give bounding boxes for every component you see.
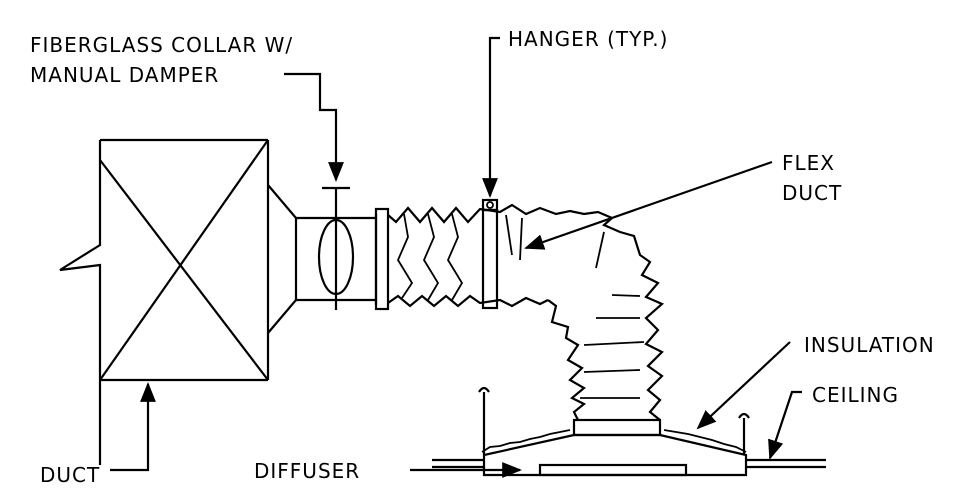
duct-leader xyxy=(110,382,156,472)
flex-duct-elbow xyxy=(547,217,665,437)
ceiling-hanger-wires xyxy=(478,386,750,455)
main-duct-box xyxy=(59,138,270,465)
diffuser-assembly xyxy=(481,429,748,477)
insulation-label: INSULATION xyxy=(804,333,935,357)
insulation-leader xyxy=(696,341,791,430)
collar-label-line2: MANUAL DAMPER xyxy=(30,63,219,87)
flex-duct-horizontal xyxy=(387,203,613,308)
ceiling xyxy=(432,458,826,469)
collar-transition xyxy=(267,184,390,334)
flex-duct-leader xyxy=(524,160,773,250)
flex-label-line1: FLEX xyxy=(782,151,835,175)
hanger-label: HANGER (TYP.) xyxy=(508,27,668,51)
duct-label: DUCT xyxy=(40,463,100,487)
hanger-leader xyxy=(482,36,500,198)
collar-leader xyxy=(284,72,344,182)
ceiling-label: CEILING xyxy=(812,383,899,407)
flex-label-line2: DUCT xyxy=(782,181,842,205)
collar-label-line1: FIBERGLASS COLLAR W/ xyxy=(30,33,293,57)
manual-damper xyxy=(317,186,355,310)
hanger-band xyxy=(481,198,499,310)
ceiling-leader xyxy=(768,390,802,460)
diffuser-label: DIFFUSER xyxy=(254,459,360,483)
